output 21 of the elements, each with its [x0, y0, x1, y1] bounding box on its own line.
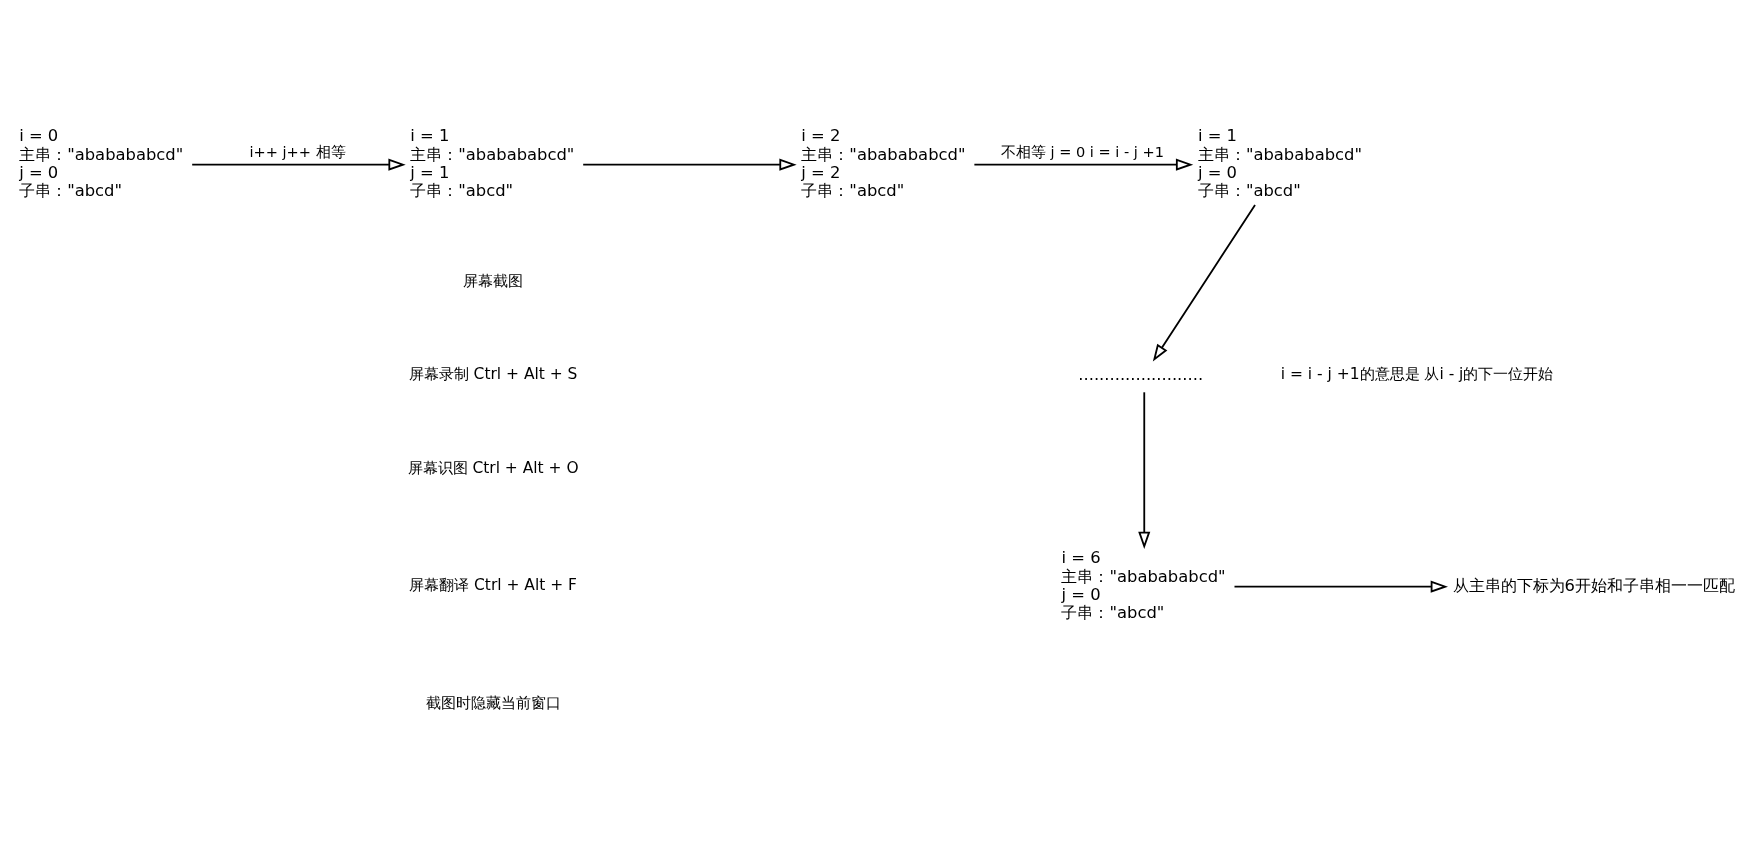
label: 屏幕录制 Ctrl + Alt + S — [408, 364, 578, 383]
arrow — [582, 158, 797, 171]
arrow — [1152, 203, 1256, 362]
label: 屏幕截图 — [463, 271, 524, 290]
label: 截图时隐藏当前窗口 — [425, 693, 561, 712]
arrow — [1233, 580, 1448, 593]
arrow — [191, 158, 406, 171]
node-text: 从主串的下标为6开始和子串相一一匹配 — [1452, 575, 1735, 595]
arrow — [973, 158, 1194, 171]
edge-label: 不相等 j = 0 i = i - j +1 — [1000, 142, 1164, 160]
node-text: i = 1 主串："ababababcd" j = 0 子串："abcd" — [1197, 125, 1362, 200]
label: 屏幕识图 Ctrl + Alt + O — [407, 458, 579, 477]
node-text: i = 6 主串："ababababcd" j = 0 子串："abcd" — [1061, 547, 1226, 622]
node-text: i = 2 主串："ababababcd" j = 2 子串："abcd" — [801, 125, 966, 200]
node-text: ........................ — [1078, 364, 1204, 384]
edge-label: i++ j++ 相等 — [249, 142, 346, 160]
label: 屏幕翻译 Ctrl + Alt + F — [409, 575, 577, 594]
arrow — [1138, 390, 1151, 549]
node-text: i = 0 主串："ababababcd" j = 0 子串："abcd" — [19, 125, 184, 200]
label: i = i - j +1的意思是 从i - j的下一位开始 — [1280, 364, 1554, 383]
node-text: i = 1 主串："ababababcd" j = 1 子串："abcd" — [410, 125, 575, 200]
